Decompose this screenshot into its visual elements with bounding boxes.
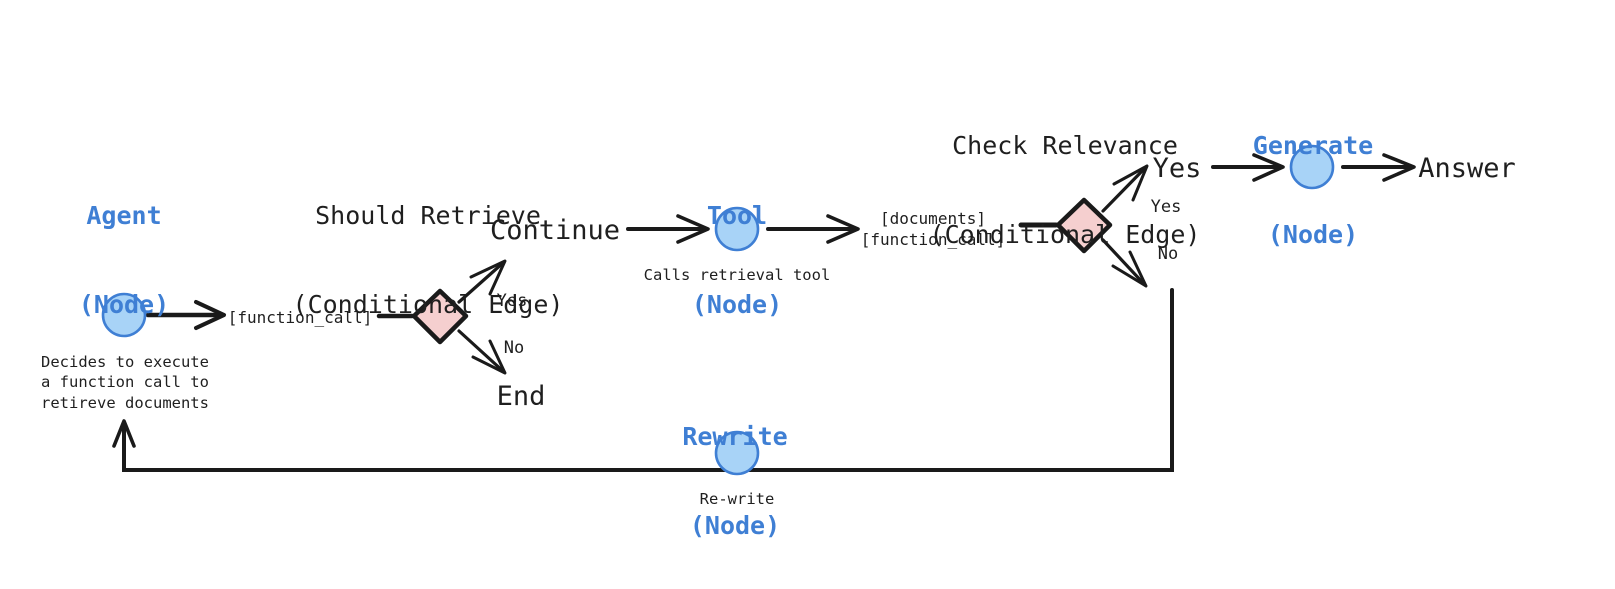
tool-node-circle[interactable] (714, 206, 760, 252)
tool-node-title: Tool (Node) (627, 142, 847, 378)
generate-node-name: Generate (1252, 131, 1374, 160)
check-relevance-edge-title: Check Relevance (Conditional Edge) (855, 72, 1275, 308)
branch-label-should-retrieve-yes: Yes (496, 291, 528, 311)
should-retrieve-decision-shape (411, 288, 469, 345)
edge-check-relevance-yes (1101, 164, 1149, 213)
tool-node-caption: Calls retrieval tool (643, 266, 831, 284)
edge-generate-to-answer (1341, 153, 1416, 182)
branch-label-should-retrieve-no: No (503, 338, 525, 358)
agent-node-caption: Decides to execute a function call to re… (41, 353, 209, 412)
edge-yes-to-generate (1211, 153, 1285, 182)
rewrite-node-name: Rewrite (682, 422, 788, 451)
edge-should-retrieve-yes (457, 259, 507, 304)
should-retrieve-kind: (Conditional Edge) (292, 289, 564, 319)
outcome-answer: Answer (1418, 153, 1516, 184)
branch-label-check-relevance-yes: Yes (1150, 197, 1182, 217)
tool-node-kind: (Node) (691, 289, 783, 319)
agent-node-title: Agent (Node) (14, 142, 234, 378)
check-relevance-decision-shape (1055, 197, 1113, 254)
edge-rewrite-feedback-loop (112, 288, 1174, 472)
agent-node-kind: (Node) (78, 289, 170, 319)
outcome-continue: Continue (489, 215, 621, 246)
outcome-end: End (496, 381, 546, 412)
edge-agent-to-function-call (145, 300, 226, 330)
tool-node-name: Tool (706, 201, 768, 230)
should-retrieve-name: Should Retrieve (315, 201, 541, 230)
generate-node-circle[interactable] (1289, 144, 1335, 190)
check-relevance-name: Check Relevance (952, 131, 1178, 160)
agent-node-name: Agent (86, 201, 162, 230)
generate-node-kind: (Node) (1267, 219, 1359, 249)
rewrite-node-caption: Re-write (699, 490, 775, 508)
generate-node-title: Generate (Node) (1183, 72, 1443, 308)
edge-tool-to-documents (766, 214, 860, 244)
rewrite-node-kind: (Node) (689, 510, 781, 540)
branch-label-check-relevance-no: No (1157, 244, 1179, 264)
check-relevance-kind: (Conditional Edge) (929, 219, 1201, 249)
outcome-check-relevance-yes: Yes (1152, 153, 1202, 184)
agent-node-circle[interactable] (101, 292, 147, 338)
edge-continue-to-tool (626, 214, 710, 244)
should-retrieve-edge-title: Should Retrieve (Conditional Edge) (218, 142, 638, 378)
edge-token-documents-function-call: [documents] [function_call] (860, 209, 1006, 250)
rewrite-node-title: Rewrite (Node) (615, 363, 855, 589)
edge-token-function-call: [function_call] (227, 308, 373, 327)
edge-should-retrieve-no (457, 329, 507, 375)
edge-check-relevance-no (1101, 238, 1148, 288)
rewrite-node-circle[interactable] (714, 430, 760, 476)
